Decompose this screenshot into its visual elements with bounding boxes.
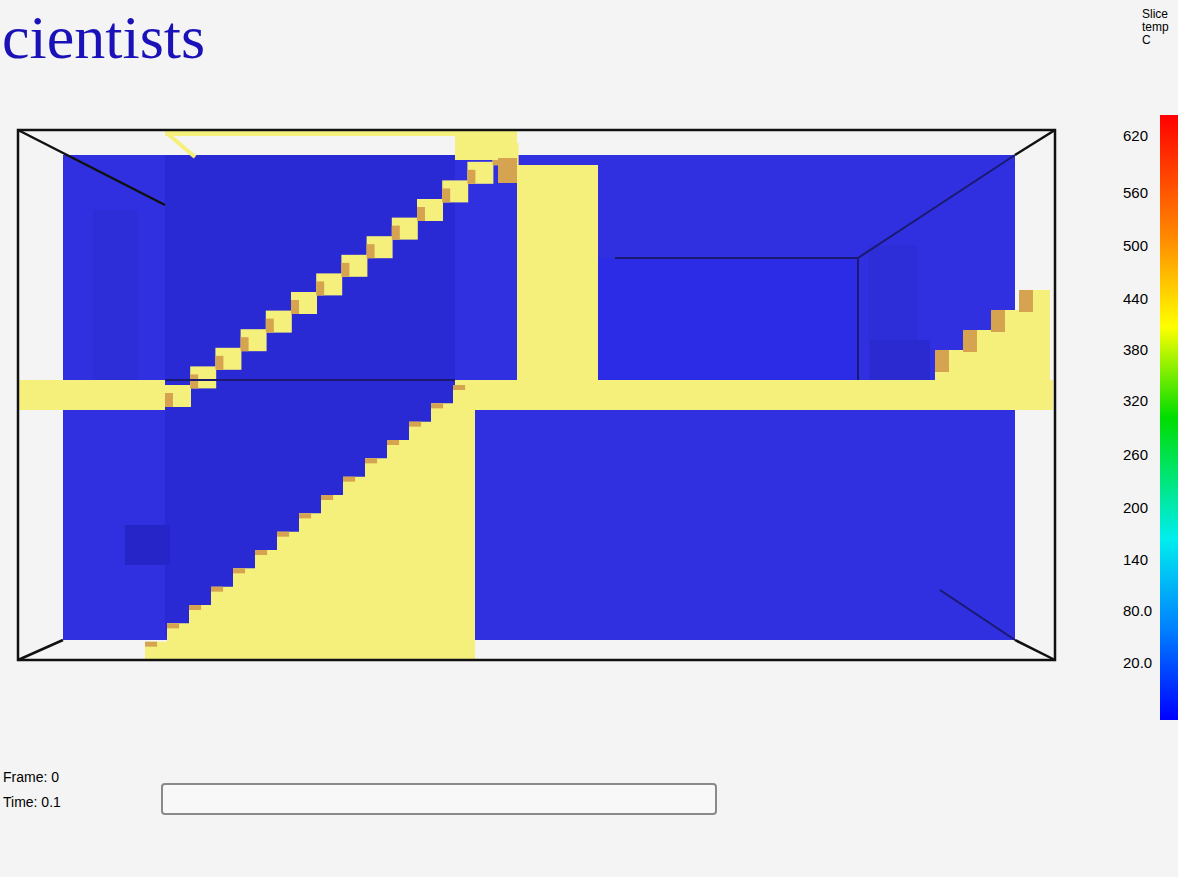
stair-step <box>442 180 468 202</box>
scale-value: 200 <box>1123 499 1148 516</box>
caption-text: Frame: 0 <box>3 769 59 785</box>
stair-step <box>291 292 317 314</box>
stair-riser <box>409 422 421 427</box>
vent <box>125 525 170 565</box>
stair-step <box>367 236 393 258</box>
ceiling-edge <box>168 134 195 157</box>
stair-riser <box>387 440 399 445</box>
caption-text: temp <box>1142 21 1169 33</box>
stair-riser <box>365 458 377 463</box>
slide-title: cientists <box>2 6 205 68</box>
stair-riser <box>167 623 179 628</box>
scale-value: 620 <box>1123 127 1148 144</box>
stair-step <box>241 329 267 351</box>
stair-riser <box>343 477 355 482</box>
stair-riser <box>963 330 977 352</box>
stair-step <box>215 348 241 370</box>
scale-value: 380 <box>1123 341 1148 358</box>
stair-riser <box>392 226 400 240</box>
stair-step <box>165 385 191 407</box>
scale-value: 260 <box>1123 446 1148 463</box>
stair-riser <box>211 587 223 592</box>
lower-stair <box>145 385 475 660</box>
stair-riser <box>299 513 311 518</box>
stair-step <box>341 255 367 277</box>
stair-step <box>392 218 418 240</box>
scale-value: 140 <box>1123 551 1148 568</box>
stair-riser <box>417 207 425 221</box>
color-bar <box>1160 115 1178 720</box>
progress-bar <box>162 784 716 814</box>
scale-value: 440 <box>1123 290 1148 307</box>
floor-slab <box>18 380 165 410</box>
stair-riser <box>145 642 157 647</box>
stair-step <box>266 311 292 333</box>
scale-value: 320 <box>1123 392 1148 409</box>
scale-value: 560 <box>1123 184 1148 201</box>
door <box>93 210 138 380</box>
stair-riser <box>991 310 1005 332</box>
stair-riser <box>498 158 517 183</box>
stair-riser <box>291 300 299 314</box>
box-outline <box>18 130 1055 660</box>
stair-riser <box>367 244 375 258</box>
stair-riser <box>277 532 289 537</box>
wall <box>517 165 598 385</box>
scale-value: 80.0 <box>1123 602 1152 619</box>
landing <box>455 135 517 160</box>
stair-riser <box>442 188 450 202</box>
caption-text: Time: 0.1 <box>3 794 61 810</box>
stair-step <box>417 199 443 221</box>
stair-step <box>467 162 493 184</box>
caption-text: Slice <box>1142 8 1168 20</box>
scale-value: 500 <box>1123 237 1148 254</box>
stair-riser <box>316 281 324 295</box>
stair-riser <box>241 337 249 351</box>
stair-riser <box>189 605 201 610</box>
caption-text: C <box>1142 34 1151 46</box>
stair-step <box>316 273 342 295</box>
stair-riser <box>467 170 475 184</box>
stair-riser <box>1019 290 1033 312</box>
stair-riser <box>341 263 349 277</box>
stair-riser <box>165 393 173 407</box>
scale-value: 20.0 <box>1123 654 1152 671</box>
stair-step <box>1019 290 1050 385</box>
stair-riser <box>233 568 245 573</box>
room-wall <box>598 258 858 380</box>
stair-step <box>190 366 216 388</box>
stair-riser <box>190 374 198 388</box>
stair-shadow <box>870 340 930 380</box>
stair-riser <box>321 495 333 500</box>
stair-riser <box>935 350 949 372</box>
stair-riser <box>453 385 465 390</box>
room-edges <box>165 155 1015 640</box>
stair-riser <box>266 319 274 333</box>
stair-riser <box>255 550 267 555</box>
stair-riser <box>431 403 443 408</box>
stair-riser <box>215 356 223 370</box>
